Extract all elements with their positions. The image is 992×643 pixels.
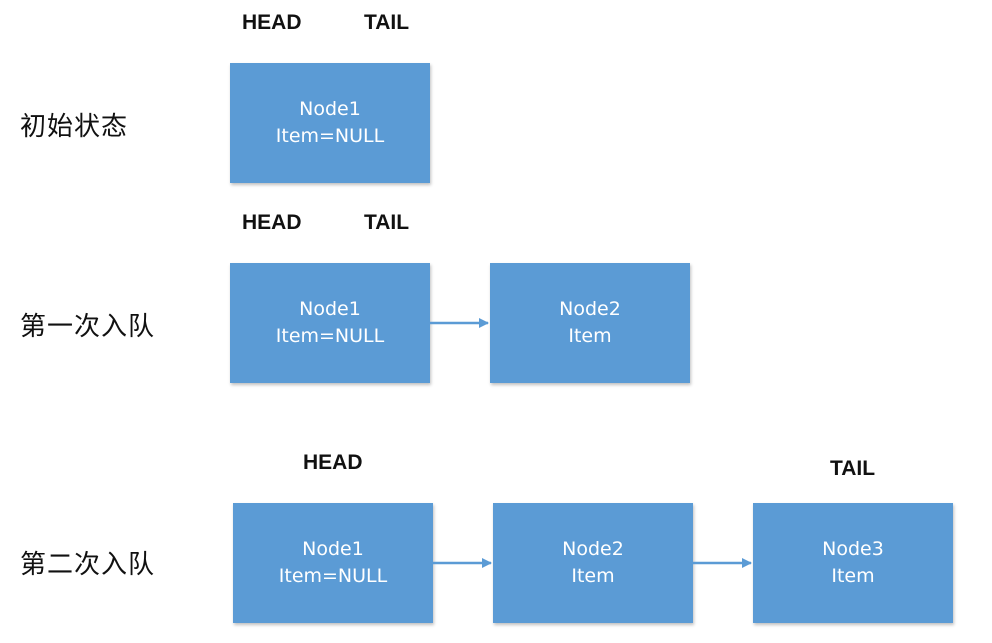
tail-pointer-label: TAIL bbox=[364, 211, 410, 234]
node-item: Item bbox=[571, 565, 615, 587]
node-box: Node1 Item=NULL bbox=[230, 263, 430, 383]
node-box: Node3 Item bbox=[753, 503, 953, 623]
node-name: Node2 bbox=[559, 298, 621, 320]
node-box: Node2 Item bbox=[490, 263, 690, 383]
node-name: Node3 bbox=[822, 538, 884, 560]
node-item: Item bbox=[568, 325, 612, 347]
node-item: Item=NULL bbox=[275, 325, 385, 347]
head-pointer-label: HEAD bbox=[242, 11, 302, 34]
node-name: Node1 bbox=[302, 538, 364, 560]
head-pointer-label: HEAD bbox=[242, 211, 302, 234]
node-name: Node2 bbox=[562, 538, 624, 560]
node-item: Item=NULL bbox=[275, 125, 385, 147]
node-item: Item bbox=[831, 565, 875, 587]
row-label-second-enqueue: 第二次入队 bbox=[20, 550, 156, 580]
node-box: Node2 Item bbox=[493, 503, 693, 623]
node-item: Item=NULL bbox=[278, 565, 388, 587]
head-pointer-label: HEAD bbox=[303, 451, 363, 474]
row-label-first-enqueue: 第一次入队 bbox=[20, 312, 156, 342]
tail-pointer-label: TAIL bbox=[830, 457, 876, 480]
node-box: Node1 Item=NULL bbox=[230, 63, 430, 183]
node-name: Node1 bbox=[299, 98, 361, 120]
node-box: Node1 Item=NULL bbox=[233, 503, 433, 623]
row-label-initial-state: 初始状态 bbox=[20, 112, 129, 142]
node-name: Node1 bbox=[299, 298, 361, 320]
tail-pointer-label: TAIL bbox=[364, 11, 410, 34]
